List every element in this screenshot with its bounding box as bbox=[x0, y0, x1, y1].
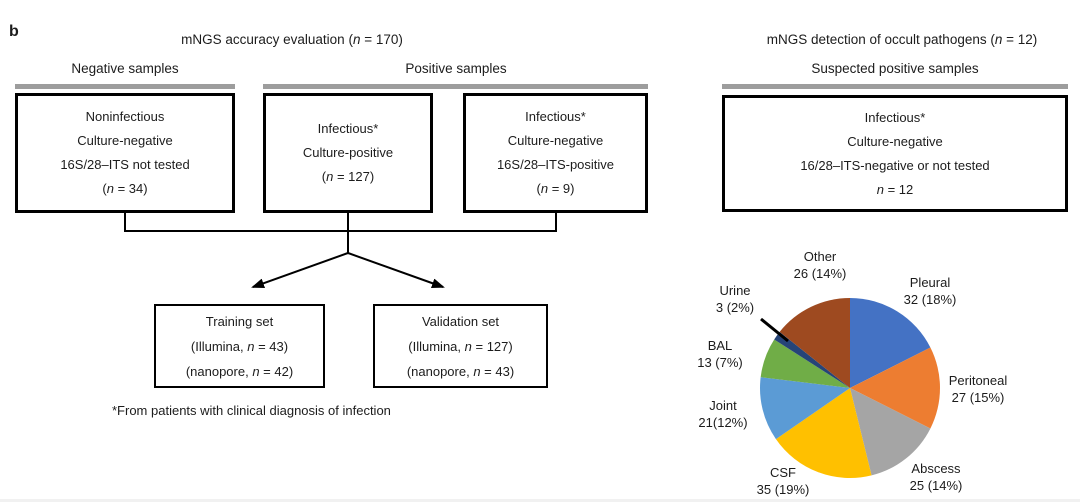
box-validation-set: Validation set (Illumina, n = 127) (nano… bbox=[373, 304, 548, 388]
pie-label-name: Urine bbox=[719, 283, 751, 298]
pie-label-csf: CSF 35 (19%) bbox=[757, 464, 810, 498]
urine-leader-line bbox=[760, 317, 789, 343]
box-line: n = 12 bbox=[876, 181, 914, 197]
bottom-edge-strip bbox=[0, 499, 1080, 502]
box-line: 16S/28–ITS-positive bbox=[496, 157, 615, 172]
box-line: Infectious* bbox=[525, 109, 586, 124]
suspected-positive-bar bbox=[722, 84, 1068, 89]
pie-slice-joint bbox=[760, 377, 850, 440]
box-line: Culture-negative bbox=[77, 133, 173, 148]
pie-label-value: 25 (14%) bbox=[909, 478, 963, 493]
pie-label-name: Abscess bbox=[911, 461, 961, 476]
pie-slice-urine bbox=[774, 331, 850, 388]
box-line: Culture-negative bbox=[847, 133, 943, 149]
pie-slice-bal bbox=[760, 339, 850, 388]
box-line: (n = 127) bbox=[321, 169, 375, 184]
box-line: Training set bbox=[205, 313, 274, 329]
pie-label-other: Other 26 (14%) bbox=[794, 248, 847, 282]
positive-samples-header: Positive samples bbox=[405, 61, 507, 76]
box-training-set: Training set (Illumina, n = 43) (nanopor… bbox=[154, 304, 325, 388]
panel-letter: b bbox=[9, 23, 19, 40]
box-line: (Illumina, n = 43) bbox=[190, 338, 289, 354]
pie-slice-pleural bbox=[850, 298, 931, 388]
box-occult-pathogens: Infectious* Culture-negative 16/28–ITS-n… bbox=[722, 95, 1068, 212]
pie-label-name: CSF bbox=[770, 465, 796, 480]
box-line: Infectious* bbox=[864, 109, 926, 125]
pie-label-peritoneal: Peritoneal 27 (15%) bbox=[949, 372, 1008, 406]
box-line: (nanopore, n = 43) bbox=[406, 363, 515, 379]
pie-label-value: 3 (2%) bbox=[715, 300, 755, 315]
pie-label-joint: Joint 21(12%) bbox=[698, 397, 747, 431]
pie-label-pleural: Pleural 32 (18%) bbox=[904, 274, 957, 308]
pie-label-value: 21(12%) bbox=[698, 415, 748, 430]
pie-label-name: BAL bbox=[707, 338, 733, 353]
box-infectious-culture-negative: Infectious* Culture-negative 16S/28–ITS-… bbox=[463, 93, 648, 213]
box-line: (Illumina, n = 127) bbox=[408, 338, 513, 354]
pie-slice-peritoneal bbox=[850, 347, 940, 429]
pie-label-bal: BAL 13 (7%) bbox=[697, 337, 743, 371]
box-infectious-culture-positive: Infectious* Culture-positive (n = 127) bbox=[263, 93, 433, 213]
negative-samples-bar bbox=[15, 84, 235, 89]
box-line: 16S/28–ITS not tested bbox=[60, 157, 190, 172]
footnote: *From patients with clinical diagnosis o… bbox=[112, 403, 391, 418]
pie-label-value: 32 (18%) bbox=[903, 292, 957, 307]
box-line: Validation set bbox=[421, 313, 500, 329]
right-section-title: mNGS detection of occult pathogens (n = … bbox=[766, 32, 1038, 47]
box-line: Culture-negative bbox=[507, 133, 604, 148]
pie-slice-other bbox=[779, 298, 850, 388]
pie-label-name: Other bbox=[803, 249, 837, 264]
pie-label-urine: Urine 3 (2%) bbox=[716, 282, 754, 316]
pie-label-value: 13 (7%) bbox=[697, 355, 743, 370]
box-line: (nanopore, n = 42) bbox=[185, 363, 294, 379]
left-section-title: mNGS accuracy evaluation (n = 170) bbox=[181, 32, 403, 47]
pie-label-name: Pleural bbox=[909, 275, 951, 290]
suspected-positive-header: Suspected positive samples bbox=[811, 61, 979, 76]
pie-chart bbox=[760, 298, 940, 478]
box-line: 16/28–ITS-negative or not tested bbox=[800, 157, 990, 173]
arrow-to-validation bbox=[347, 252, 445, 289]
positive-samples-bar bbox=[263, 84, 648, 89]
box-line: (n = 9) bbox=[536, 181, 575, 196]
box-line: Infectious* bbox=[317, 121, 379, 136]
pie-label-value: 27 (15%) bbox=[951, 390, 1005, 405]
pie-label-value: 35 (19%) bbox=[756, 482, 810, 497]
arrow-to-training bbox=[251, 252, 349, 289]
negative-samples-header: Negative samples bbox=[71, 61, 179, 76]
pie-label-abscess: Abscess 25 (14%) bbox=[910, 460, 963, 494]
pie-label-name: Joint bbox=[709, 398, 737, 413]
pie-label-name: Peritoneal bbox=[948, 373, 1008, 388]
box-line: (n = 34) bbox=[102, 181, 148, 196]
box-line: Noninfectious bbox=[85, 109, 165, 124]
flow-connectors bbox=[124, 212, 557, 289]
box-line: Culture-positive bbox=[302, 145, 394, 160]
pie-label-value: 26 (14%) bbox=[793, 266, 847, 281]
box-noninfectious: Noninfectious Culture-negative 16S/28–IT… bbox=[15, 93, 235, 213]
